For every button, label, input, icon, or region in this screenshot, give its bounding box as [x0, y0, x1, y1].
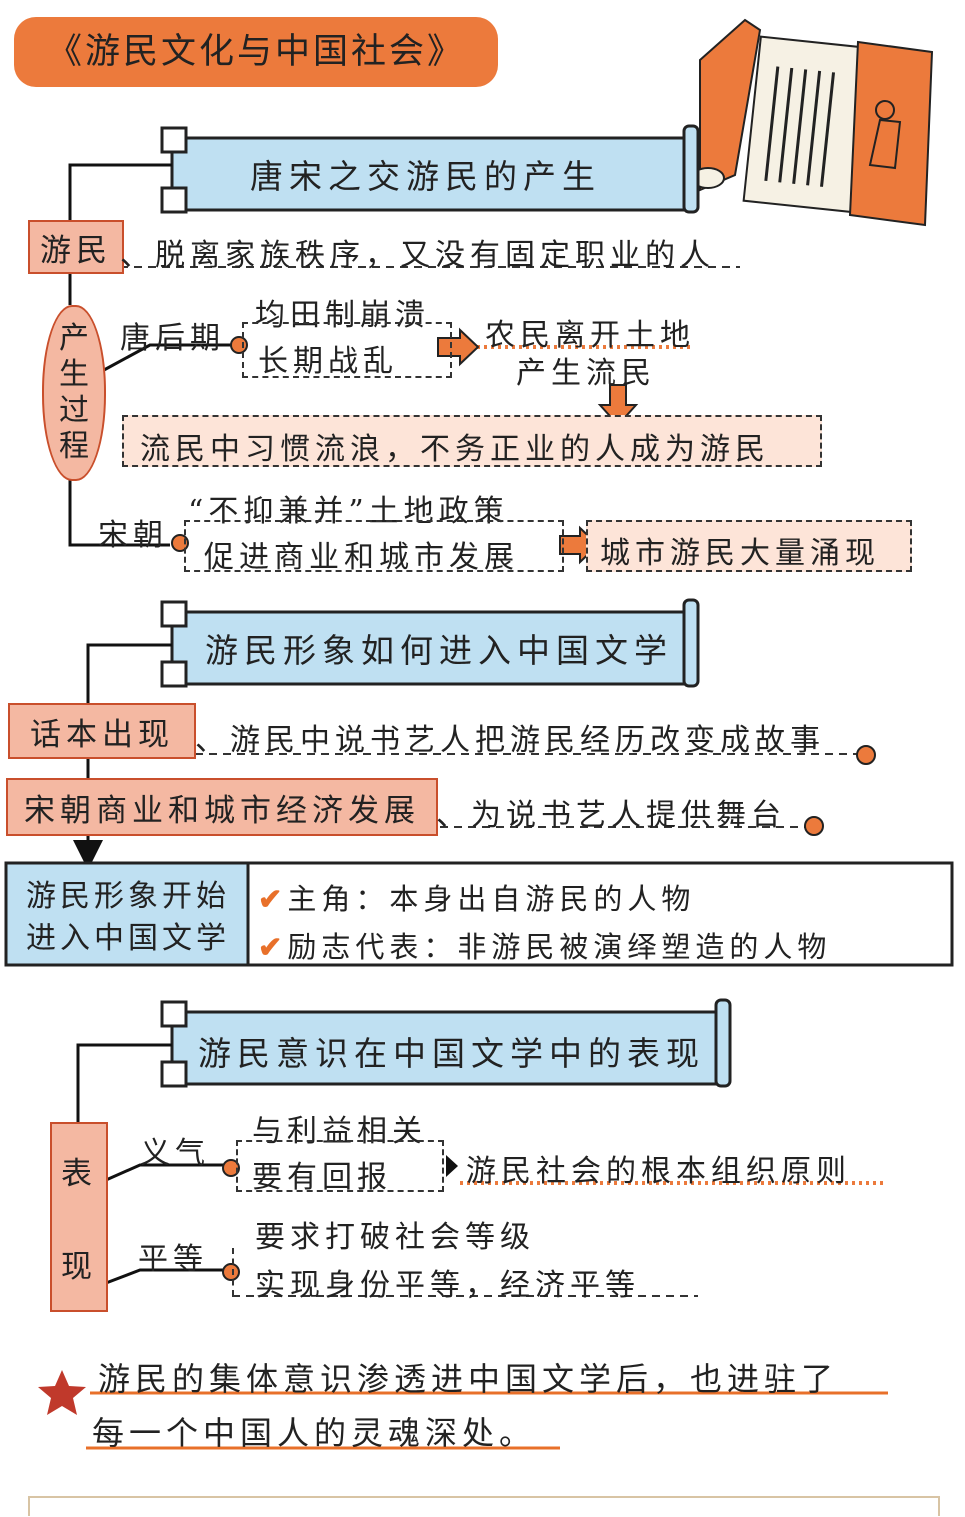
- result-line-1: 游民形象开始: [26, 879, 230, 914]
- check-item-1-text: 主角：本身出自游民的人物: [287, 882, 696, 916]
- section1-banner-title: 唐宋之交游民的产生: [250, 157, 601, 196]
- scroll-illustration: [691, 18, 934, 227]
- tang-final: 流民中习惯流浪，不务正业的人成为游民: [140, 432, 770, 467]
- tang-result-2: 产生流民: [516, 356, 656, 391]
- process-char: 产: [59, 321, 89, 356]
- result-line-2: 进入中国文学: [26, 921, 230, 956]
- pingdeng-item-1: 要求打破社会等级: [255, 1220, 535, 1255]
- page-title: 《游民文化与中国社会》: [14, 17, 498, 87]
- result-cell: 游民形象开始 进入中国文学: [10, 876, 246, 960]
- yiqi-result: 游民社会的根本组织原则: [466, 1154, 851, 1189]
- biaoxian-label: 表 现: [50, 1122, 108, 1312]
- song-label: 宋朝: [98, 518, 168, 553]
- conclusion-line-2: 每一个中国人的灵魂深处。: [92, 1414, 537, 1452]
- process-char: 过: [59, 393, 89, 428]
- youmin-definition: 、脱离家族秩序，又没有固定职业的人: [120, 238, 715, 273]
- yiqi-label: 义气: [140, 1136, 210, 1171]
- tang-cause-box: [242, 322, 452, 378]
- song-cause-box: [184, 520, 564, 572]
- song-result-box: [586, 520, 912, 572]
- song-result: 城市游民大量涌现: [600, 536, 880, 571]
- footer-border: [28, 1496, 940, 1516]
- yiqi-item-2: 要有回报: [252, 1160, 392, 1195]
- check-icon: ✔: [258, 930, 288, 964]
- biaoxian-char: 现: [61, 1249, 97, 1285]
- yiqi-item-1: 与利益相关: [252, 1114, 427, 1149]
- yiqi-box: [236, 1140, 444, 1192]
- huaben-label: 话本出现: [8, 703, 196, 759]
- tang-label: 唐后期: [120, 321, 225, 356]
- process-char: 程: [59, 429, 89, 464]
- star-icon: [38, 1370, 86, 1415]
- song-cause-1: “不抑兼并”土地政策: [188, 494, 509, 529]
- tang-cause-2: 长期战乱: [258, 344, 398, 379]
- pingdeng-item-2: 实现身份平等，经济平等: [255, 1268, 640, 1303]
- song-economy-label: 宋朝商业和城市经济发展: [6, 778, 438, 836]
- section3-banner-title: 游民意识在中国文学中的表现: [198, 1034, 705, 1073]
- tang-result-1: 农民离开土地: [485, 318, 695, 353]
- banner-scroll-3: [160, 998, 732, 1088]
- tang-final-box: [122, 415, 822, 467]
- huaben-desc: 、游民中说书艺人把游民经历改变成故事: [195, 723, 825, 758]
- song-economy-desc: 、为说书艺人提供舞台: [436, 798, 786, 833]
- check-item-1: ✔主角：本身出自游民的人物: [258, 876, 695, 918]
- pingdeng-label: 平等: [138, 1242, 208, 1277]
- check-item-2-text: 励志代表：非游民被演绎塑造的人物: [287, 930, 832, 964]
- banner-scroll-2: [160, 598, 700, 688]
- pingdeng-box: [232, 1248, 234, 1296]
- banner-scroll-1: [160, 124, 700, 214]
- biaoxian-char: 表: [61, 1156, 97, 1192]
- process-char: 生: [59, 357, 89, 392]
- tang-cause-1: 均田制崩溃: [255, 298, 430, 333]
- process-label: 产 生 过 程: [42, 305, 106, 481]
- check-item-2: ✔励志代表：非游民被演绎塑造的人物: [258, 924, 831, 966]
- conclusion-line-1: 游民的集体意识渗透进中国文学后，也进驻了: [98, 1360, 839, 1398]
- youmin-label: 游民: [28, 220, 124, 274]
- section2-banner-title: 游民形象如何进入中国文学: [205, 631, 673, 670]
- check-icon: ✔: [258, 882, 288, 916]
- song-cause-2: 促进商业和城市发展: [204, 540, 519, 575]
